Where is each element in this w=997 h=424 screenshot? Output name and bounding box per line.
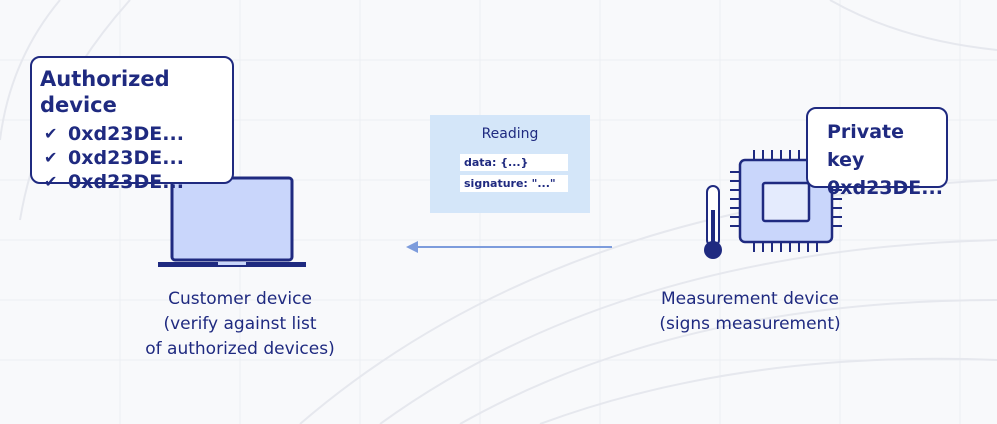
authorized-device-callout: Authorized device ✔ 0xd23DE... ✔ 0xd23DE… — [30, 56, 234, 193]
measurement-device-caption: Measurement device (signs measurement) — [610, 287, 890, 337]
reading-signature-field: signature: "..." — [460, 175, 568, 192]
private-key-title: Private key — [827, 121, 904, 171]
customer-device-caption: Customer device (verify against list of … — [110, 287, 370, 362]
thermometer-icon — [704, 185, 722, 259]
customer-device-caption-line: Customer device — [168, 289, 312, 309]
device-address: 0xd23DE... — [68, 147, 184, 169]
reading-title: Reading — [481, 126, 539, 142]
device-address: 0xd23DE... — [68, 123, 184, 145]
reading-data-field: data: {...} — [460, 154, 568, 171]
measurement-device-caption-line: Measurement device — [661, 289, 839, 309]
authorized-device-title: Authorized device — [40, 67, 170, 117]
laptop-icon — [158, 176, 306, 267]
transfer-arrow — [406, 241, 612, 253]
measurement-device-caption-line: (signs measurement) — [659, 314, 841, 334]
authorized-device-entry: ✔ 0xd23DE... — [40, 146, 232, 170]
private-key-value: 0xd23DE... — [827, 177, 943, 199]
checkmark-icon: ✔ — [44, 124, 58, 143]
device-address: 0xd23DE... — [68, 171, 184, 193]
checkmark-icon: ✔ — [44, 172, 58, 191]
checkmark-icon: ✔ — [44, 148, 58, 167]
authorized-device-entry: ✔ 0xd23DE... — [40, 122, 232, 146]
authorized-device-entry: ✔ 0xd23DE... — [40, 170, 232, 194]
authorized-device-list: ✔ 0xd23DE... ✔ 0xd23DE... ✔ 0xd23DE... — [40, 122, 232, 194]
private-key-callout: Private key 0xd23DE... — [806, 107, 948, 199]
customer-device-caption-line: (verify against list — [163, 314, 317, 334]
customer-device-caption-line: of authorized devices) — [145, 339, 335, 359]
